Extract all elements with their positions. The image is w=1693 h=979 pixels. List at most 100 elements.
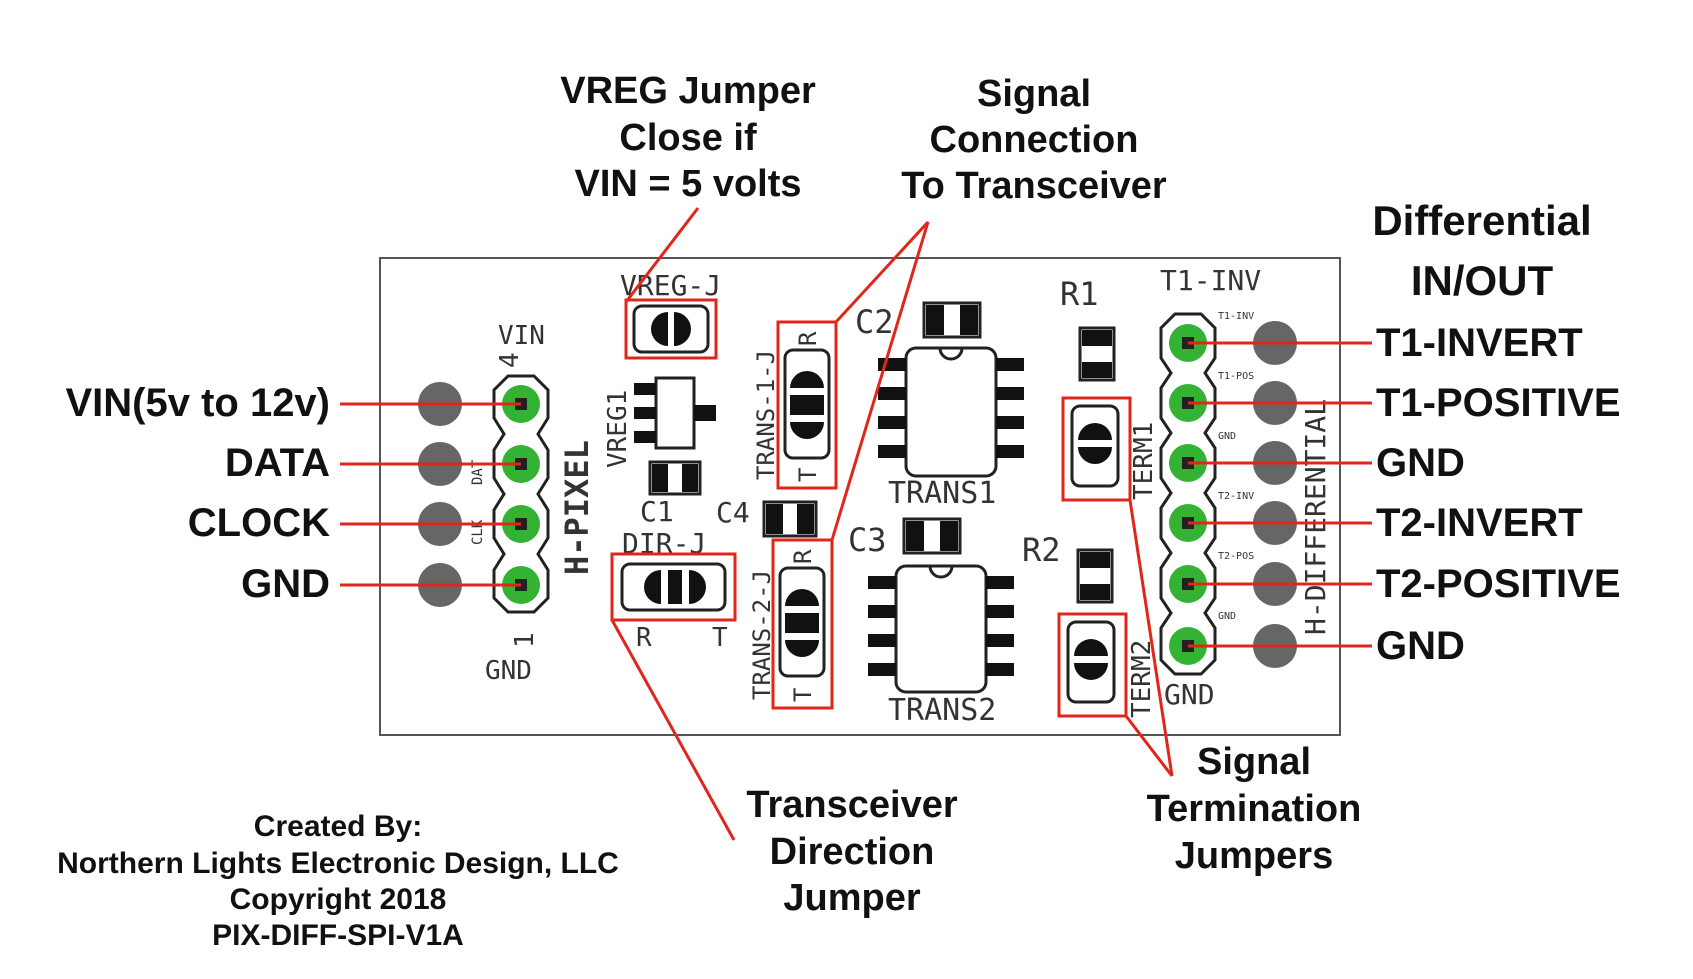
silk-trans2-t: T (789, 688, 817, 702)
c1-pad (652, 464, 668, 492)
callouts: VREG Jumper Close if VIN = 5 volts Signa… (65, 70, 1620, 919)
trans2-pin (986, 605, 1014, 618)
leader-term1 (1128, 499, 1174, 777)
silk-trans2-r: R (789, 549, 817, 564)
c2-pad (960, 305, 978, 335)
silk-small-pin-label: T1-INV (1218, 311, 1254, 322)
r1-pad (1082, 330, 1112, 346)
pin-label-vin: VIN(5v to 12v) (65, 381, 330, 425)
trans1-jumper-area: TRANS-1-J R T (752, 320, 838, 490)
c1-body (648, 460, 702, 496)
dir-jumper-area: DIR-J R T (610, 527, 737, 653)
c3-body (902, 517, 962, 555)
silk-trans1-t: T (794, 468, 822, 482)
trans2-jumper-pad-top (785, 589, 819, 606)
trans2-area: C3 TRANS2 (848, 517, 1014, 728)
trans1-jumper-pad-mid (790, 395, 824, 415)
trans1-body (904, 346, 998, 478)
silk-small-pin-label: T2-POS (1218, 551, 1254, 562)
trans2-pin (868, 663, 896, 676)
c2-pad (926, 305, 944, 335)
trans2-pin (868, 605, 896, 618)
pin-label-data: DATA (225, 441, 330, 485)
c4-pad (797, 504, 814, 534)
silk-trans2: TRANS2 (888, 693, 996, 728)
pin-label-t1-invert: T1-INVERT (1376, 321, 1583, 365)
credits: Created By: Northern Lights Electronic D… (57, 810, 619, 952)
trans2-body (894, 564, 988, 694)
pin-label-gnd-right-2: GND (1376, 624, 1465, 668)
callout-differential-line1: Differential (1372, 197, 1591, 244)
silk-small-pin-label: T2-INV (1218, 491, 1254, 502)
silk-t1-inv-header: T1-INV (1160, 264, 1261, 297)
term2-outline (1066, 620, 1116, 704)
silk-small-pin-label: T1-POS (1218, 371, 1254, 382)
vreg-pin (634, 407, 656, 419)
trans1-pin (878, 416, 906, 429)
silk-c1: C1 (640, 495, 674, 528)
term1-highlight (1061, 396, 1132, 502)
trans2-pin (868, 634, 896, 647)
trans1-jumper-pad-bottom (790, 422, 824, 439)
silk-vreg1: VREG1 (603, 390, 633, 468)
silk-gnd-right: GND (1164, 678, 1215, 711)
credit-line-2: Northern Lights Electronic Design, LLC (57, 847, 619, 880)
pin-label-gnd-right-1: GND (1376, 441, 1465, 485)
dir-jumper-pad-right (689, 570, 706, 604)
silk-small-pin-label: GND (1218, 431, 1236, 442)
silk-trans2-j: TRANS-2-J (748, 570, 776, 700)
term1-outline (1070, 404, 1120, 488)
trans2-pin (986, 663, 1014, 676)
vreg-area: VREG-J VREG1 C1 (603, 269, 721, 528)
callout-term-line2: Termination (1147, 788, 1362, 830)
term2-pad-top (1074, 639, 1108, 656)
trans2-jumper-pad-mid (785, 613, 819, 633)
r2-pad (1080, 552, 1110, 568)
trans2-pin (868, 576, 896, 589)
term2-highlight (1057, 612, 1128, 718)
vreg-jumper-outline (632, 304, 710, 354)
callout-signal-conn-line3: To Transceiver (901, 165, 1167, 207)
callout-dir-line1: Transceiver (746, 784, 957, 826)
callout-signal-conn-line1: Signal (977, 73, 1091, 115)
silk-dir-t: T (712, 623, 728, 653)
trans2-notch (928, 565, 954, 579)
callout-differential-line2: IN/OUT (1411, 257, 1554, 304)
vreg-jumper-pad-left (651, 312, 668, 346)
r2-body (1076, 548, 1114, 604)
silk-pin1: 1 (510, 632, 540, 648)
trans1-pin (878, 387, 906, 400)
silk-r2: R2 (1022, 531, 1061, 569)
c4-area: C4 (716, 496, 818, 538)
silk-vin: VIN (498, 321, 545, 351)
term1-pad-top (1078, 423, 1112, 440)
trans2-pin (986, 634, 1014, 647)
trans1-jumper-pad-top (790, 371, 824, 388)
c1-pad (682, 464, 698, 492)
dir-jumper-highlight (610, 552, 737, 622)
trans2-jumper-area: TRANS-2-J R T (748, 538, 834, 710)
leader-lines (340, 207, 1372, 841)
silk-clk: CLK (470, 519, 486, 545)
leader-signal-conn-2 (830, 221, 930, 541)
callout-term-line3: Jumpers (1175, 835, 1333, 877)
vreg-pin (634, 431, 656, 443)
vreg-pin (634, 383, 656, 395)
left-header-outline (492, 374, 550, 614)
trans2-pin (986, 576, 1014, 589)
credit-line-1: Created By: (254, 810, 422, 843)
pin-label-t1-positive: T1-POSITIVE (1376, 381, 1621, 425)
credit-line-3: Copyright 2018 (230, 883, 447, 916)
leader-vreg (624, 207, 700, 303)
trans1-notch (938, 347, 964, 361)
c3-pad (940, 521, 958, 551)
silk-pin4: 4 (495, 352, 525, 368)
c3-pad (906, 521, 924, 551)
trans1-pin (996, 358, 1024, 371)
callout-dir-line2: Direction (770, 831, 935, 873)
silk-c2: C2 (855, 303, 894, 341)
silk-term1: TERM1 (1129, 422, 1159, 500)
silk-c3: C3 (848, 521, 887, 559)
r1-body (1078, 326, 1116, 382)
